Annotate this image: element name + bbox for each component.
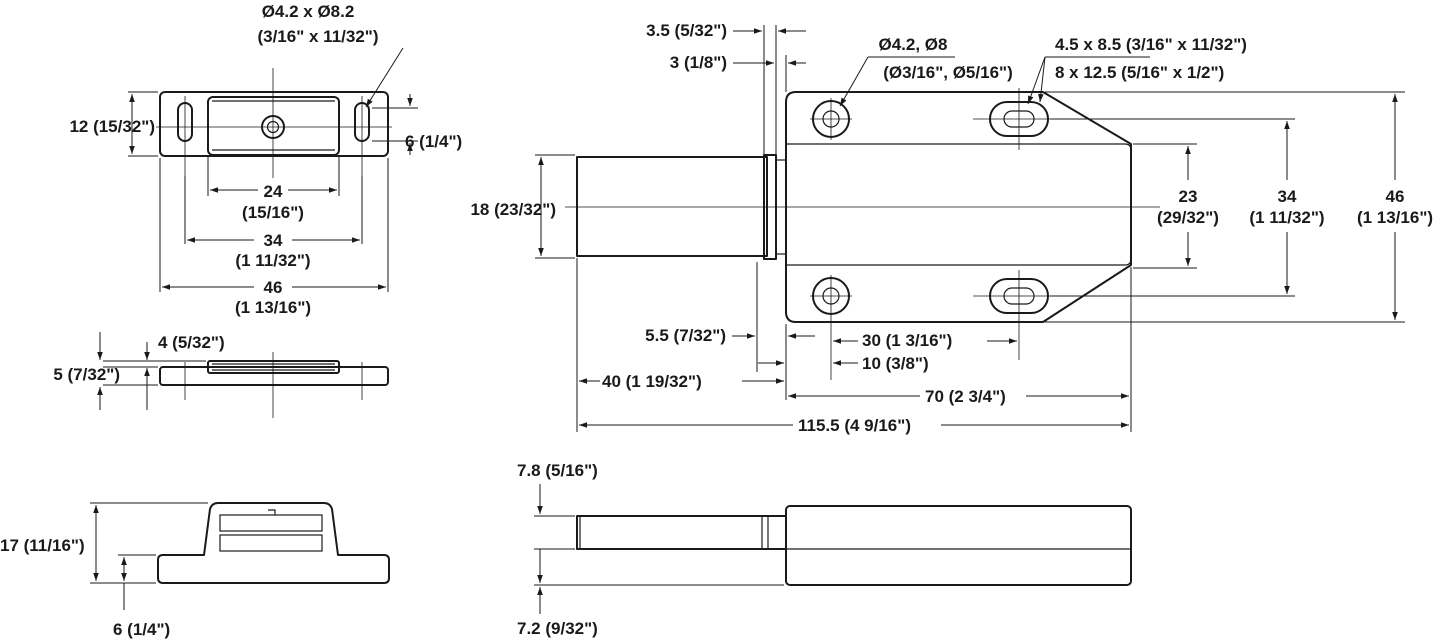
latch-plunger [576,156,768,257]
latch-housing-outline [785,91,1132,323]
catch-magnet-block [207,96,340,156]
label-catch-slot-height: 6 (1/4") [405,132,462,151]
label-latch-30: 30 (1 3/16") [862,331,952,350]
label-catch-24: 24 [264,182,283,201]
label-plunger-18: 18 (23/32") [470,200,556,219]
latch-top-view [565,88,1160,380]
label-latch-23: 23 [1179,187,1198,206]
label-catch-hole-inch: (3/16" x 11/32") [257,27,378,46]
latch-side-dimensions: 7.8 (5/16") 7.2 (9/32") [517,461,784,638]
label-latch-115: 115.5 (4 9/16") [798,416,911,435]
label-latch-40: 40 (1 19/32") [602,372,702,391]
label-latch-5-5: 5.5 (7/32") [645,326,726,345]
latch-centerlines [565,88,1160,380]
catch-base-dimensions: 17 (11/16") 6 (1/4") [0,502,208,639]
catch-centerlines [156,68,392,178]
label-catch-4: 4 (5/32") [158,333,225,352]
catch-base-front-view [157,502,390,584]
catch-side-dimensions: 4 (5/32") 5 (7/32") [53,332,225,410]
label-catch-46: 46 [264,278,283,297]
label-top-3: 3 (1/8") [670,53,727,72]
latch-side-plunger [576,515,787,550]
label-latch-10: 10 (3/8") [862,354,929,373]
label-base-6: 6 (1/4") [113,620,170,639]
label-catch-34: 34 [264,231,283,250]
label-catch-5: 5 (7/32") [53,365,120,384]
catch-plate-top-view [156,68,392,178]
latch-body-outline [786,143,1132,266]
latch-side-plunger-ribs [579,516,769,549]
label-latch-46-inch: (1 13/16") [1357,208,1433,227]
label-catch-hole: Ø4.2 x Ø8.2 [262,2,355,21]
label-catch-height: 12 (15/32") [69,117,155,136]
leader-catch-hole [365,47,404,108]
catch-base-magnet-window-bottom [219,534,323,552]
catch-top-dimensions: Ø4.2 x Ø8.2 (3/16" x 11/32") 12 (15/32")… [69,2,462,317]
label-catch-46-inch: (1 13/16") [235,298,311,317]
catch-side-plate [159,366,389,386]
catch-magnet-bevel [212,100,335,151]
catch-side-magnet [207,360,340,374]
label-latch-hole: Ø4.2, Ø8 [879,35,948,54]
label-latch-70: 70 (2 3/4") [925,387,1006,406]
label-latch-23-inch: (29/32") [1157,208,1219,227]
label-latch-hole-inch: (Ø3/16", Ø5/16") [883,63,1013,82]
catch-plate-side-view [159,352,389,418]
label-side-7-8: 7.8 (5/16") [517,461,598,480]
label-base-17: 17 (11/16") [0,536,85,555]
label-latch-slot-b: 8 x 12.5 (5/16" x 1/2") [1055,63,1224,82]
label-latch-34-inch: (1 11/32") [1249,208,1324,227]
label-top-3-5: 3.5 (5/32") [646,21,727,40]
latch-side-housing [785,505,1132,586]
label-latch-34: 34 [1278,187,1297,206]
label-catch-24-inch: (15/16") [242,203,304,222]
catch-base-outline [157,502,390,584]
label-latch-46: 46 [1386,187,1405,206]
label-latch-slot-a: 4.5 x 8.5 (3/16" x 11/32") [1055,35,1247,54]
catch-base-magnet-window-top [219,514,323,532]
label-catch-34-inch: (1 11/32") [235,251,310,270]
latch-top-dimensions: 3.5 (5/32") 3 (1/8") Ø4.2, Ø8 (Ø3/16", Ø… [470,21,1433,435]
latch-side-view [576,505,1132,586]
label-side-7-2: 7.2 (9/32") [517,619,598,638]
